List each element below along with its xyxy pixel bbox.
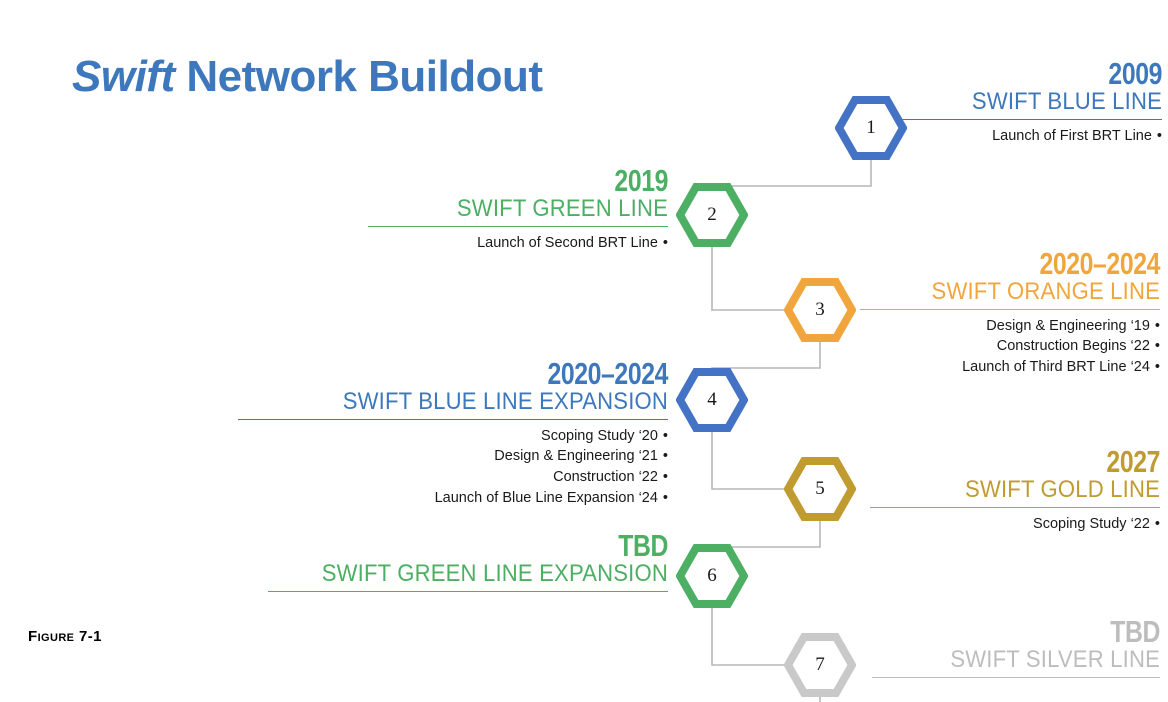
milestone-bullet-list: Launch of First BRT Line• [900,126,1162,147]
bullet-label: Design & Engineering ‘19 [986,317,1150,334]
bullet-label: Construction ‘22 [553,469,658,486]
milestone-bullet-list: Launch of Second BRT Line• [368,233,668,254]
milestone-line-name: SWIFT GREEN LINE [456,195,668,222]
hexagon-icon [676,544,748,608]
bullet-dot-icon: • [1154,359,1160,376]
hexagon-icon [676,183,748,247]
milestone-bullet-list: Scoping Study ‘22• [870,514,1160,535]
milestone-number: 3 [815,299,825,320]
milestone-hexagon-7[interactable]: 7 [784,633,856,697]
connector-segment [711,245,786,311]
bullet-label: Scoping Study ‘20 [541,427,658,444]
milestone-year: 2009 [1108,56,1162,91]
milestone-number: 2 [707,204,717,225]
milestone-bullet-item: Construction Begins ‘22• [860,336,1160,357]
milestone-hexagon-6[interactable]: 6 [676,544,748,608]
milestone-underline [238,418,668,420]
connector-segment [711,340,821,370]
milestone-number: 4 [707,389,717,410]
milestone-hexagon-3[interactable]: 3 [784,278,856,342]
milestone-line-name: SWIFT BLUE LINE EXPANSION [342,388,668,415]
milestone-line-name: SWIFT GOLD LINE [965,476,1160,503]
connector-segment-tail [711,695,821,702]
bullet-dot-icon: • [1156,127,1162,144]
hexagon-icon [784,457,856,521]
milestone-underline [870,506,1160,508]
page-title-rest: Network Buildout [174,52,543,101]
milestone-year: 2019 [614,163,668,198]
milestone-number: 5 [815,478,825,499]
milestone-hexagon-2[interactable]: 2 [676,183,748,247]
hexagon-icon [784,633,856,697]
milestone-bullet-item: Launch of Third BRT Line ‘24• [860,357,1160,378]
milestone-underline [268,590,668,592]
milestone-year: TBD [1110,614,1160,649]
milestone-bullet-list: Scoping Study ‘20•Design & Engineering ‘… [238,426,668,508]
bullet-dot-icon: • [1154,317,1160,334]
milestone-line-name: SWIFT GREEN LINE EXPANSION [321,560,668,587]
hexagon-icon [676,368,748,432]
bullet-dot-icon: • [662,234,668,251]
bullet-label: Launch of Second BRT Line [477,234,658,251]
milestone-hexagon-1[interactable]: 1 [835,96,907,160]
bullet-label: Construction Begins ‘22 [996,338,1150,355]
figure-caption: Figure 7-1 [28,628,102,645]
connector-segment [711,519,821,548]
milestone-number: 6 [707,565,717,586]
bullet-dot-icon: • [662,469,668,486]
milestone-line-name: SWIFT SILVER LINE [950,646,1160,673]
milestone-bullet-list: Design & Engineering ‘19•Construction Be… [860,316,1160,378]
milestone-year: 2027 [1106,444,1160,479]
page-title: Swift Network Buildout [72,52,543,102]
connector-segment [711,606,786,666]
bullet-label: Design & Engineering ‘21 [494,448,658,465]
bullet-dot-icon: • [662,448,668,465]
bullet-dot-icon: • [1154,338,1160,355]
hexagon-icon [784,278,856,342]
bullet-label: Scoping Study ‘22 [1033,515,1150,532]
milestone-bullet-item: Launch of First BRT Line• [900,126,1162,147]
milestone-underline [860,308,1160,310]
milestone-bullet-item: Scoping Study ‘20• [238,426,668,447]
milestone-year: 2020–2024 [547,356,668,391]
page-title-emphasis: Swift [72,52,175,101]
hexagon-icon [835,96,907,160]
bullet-label: Launch of Third BRT Line ‘24 [962,359,1150,376]
bullet-label: Launch of Blue Line Expansion ‘24 [434,489,658,506]
bullet-dot-icon: • [662,489,668,506]
milestone-bullet-item: Construction ‘22• [238,467,668,488]
milestone-bullet-item: Design & Engineering ‘19• [860,316,1160,337]
milestone-bullet-item: Design & Engineering ‘21• [238,446,668,467]
bullet-dot-icon: • [1154,515,1160,532]
milestone-underline [368,225,668,227]
milestone-bullet-item: Launch of Second BRT Line• [368,233,668,254]
milestone-underline [900,118,1162,120]
milestone-number: 7 [815,654,825,675]
milestone-number: 1 [866,117,876,138]
milestone-underline [872,676,1160,678]
milestone-line-name: SWIFT BLUE LINE [971,88,1162,115]
bullet-dot-icon: • [662,427,668,444]
milestone-hexagon-4[interactable]: 4 [676,368,748,432]
bullet-label: Launch of First BRT Line [992,127,1152,144]
milestone-bullet-item: Launch of Blue Line Expansion ‘24• [238,488,668,509]
milestone-year: 2020–2024 [1039,246,1160,281]
milestone-bullet-item: Scoping Study ‘22• [870,514,1160,535]
milestone-line-name: SWIFT ORANGE LINE [931,278,1160,305]
connector-segment [711,158,872,187]
connector-segment [711,430,786,490]
milestone-hexagon-5[interactable]: 5 [784,457,856,521]
milestone-year: TBD [618,528,668,563]
